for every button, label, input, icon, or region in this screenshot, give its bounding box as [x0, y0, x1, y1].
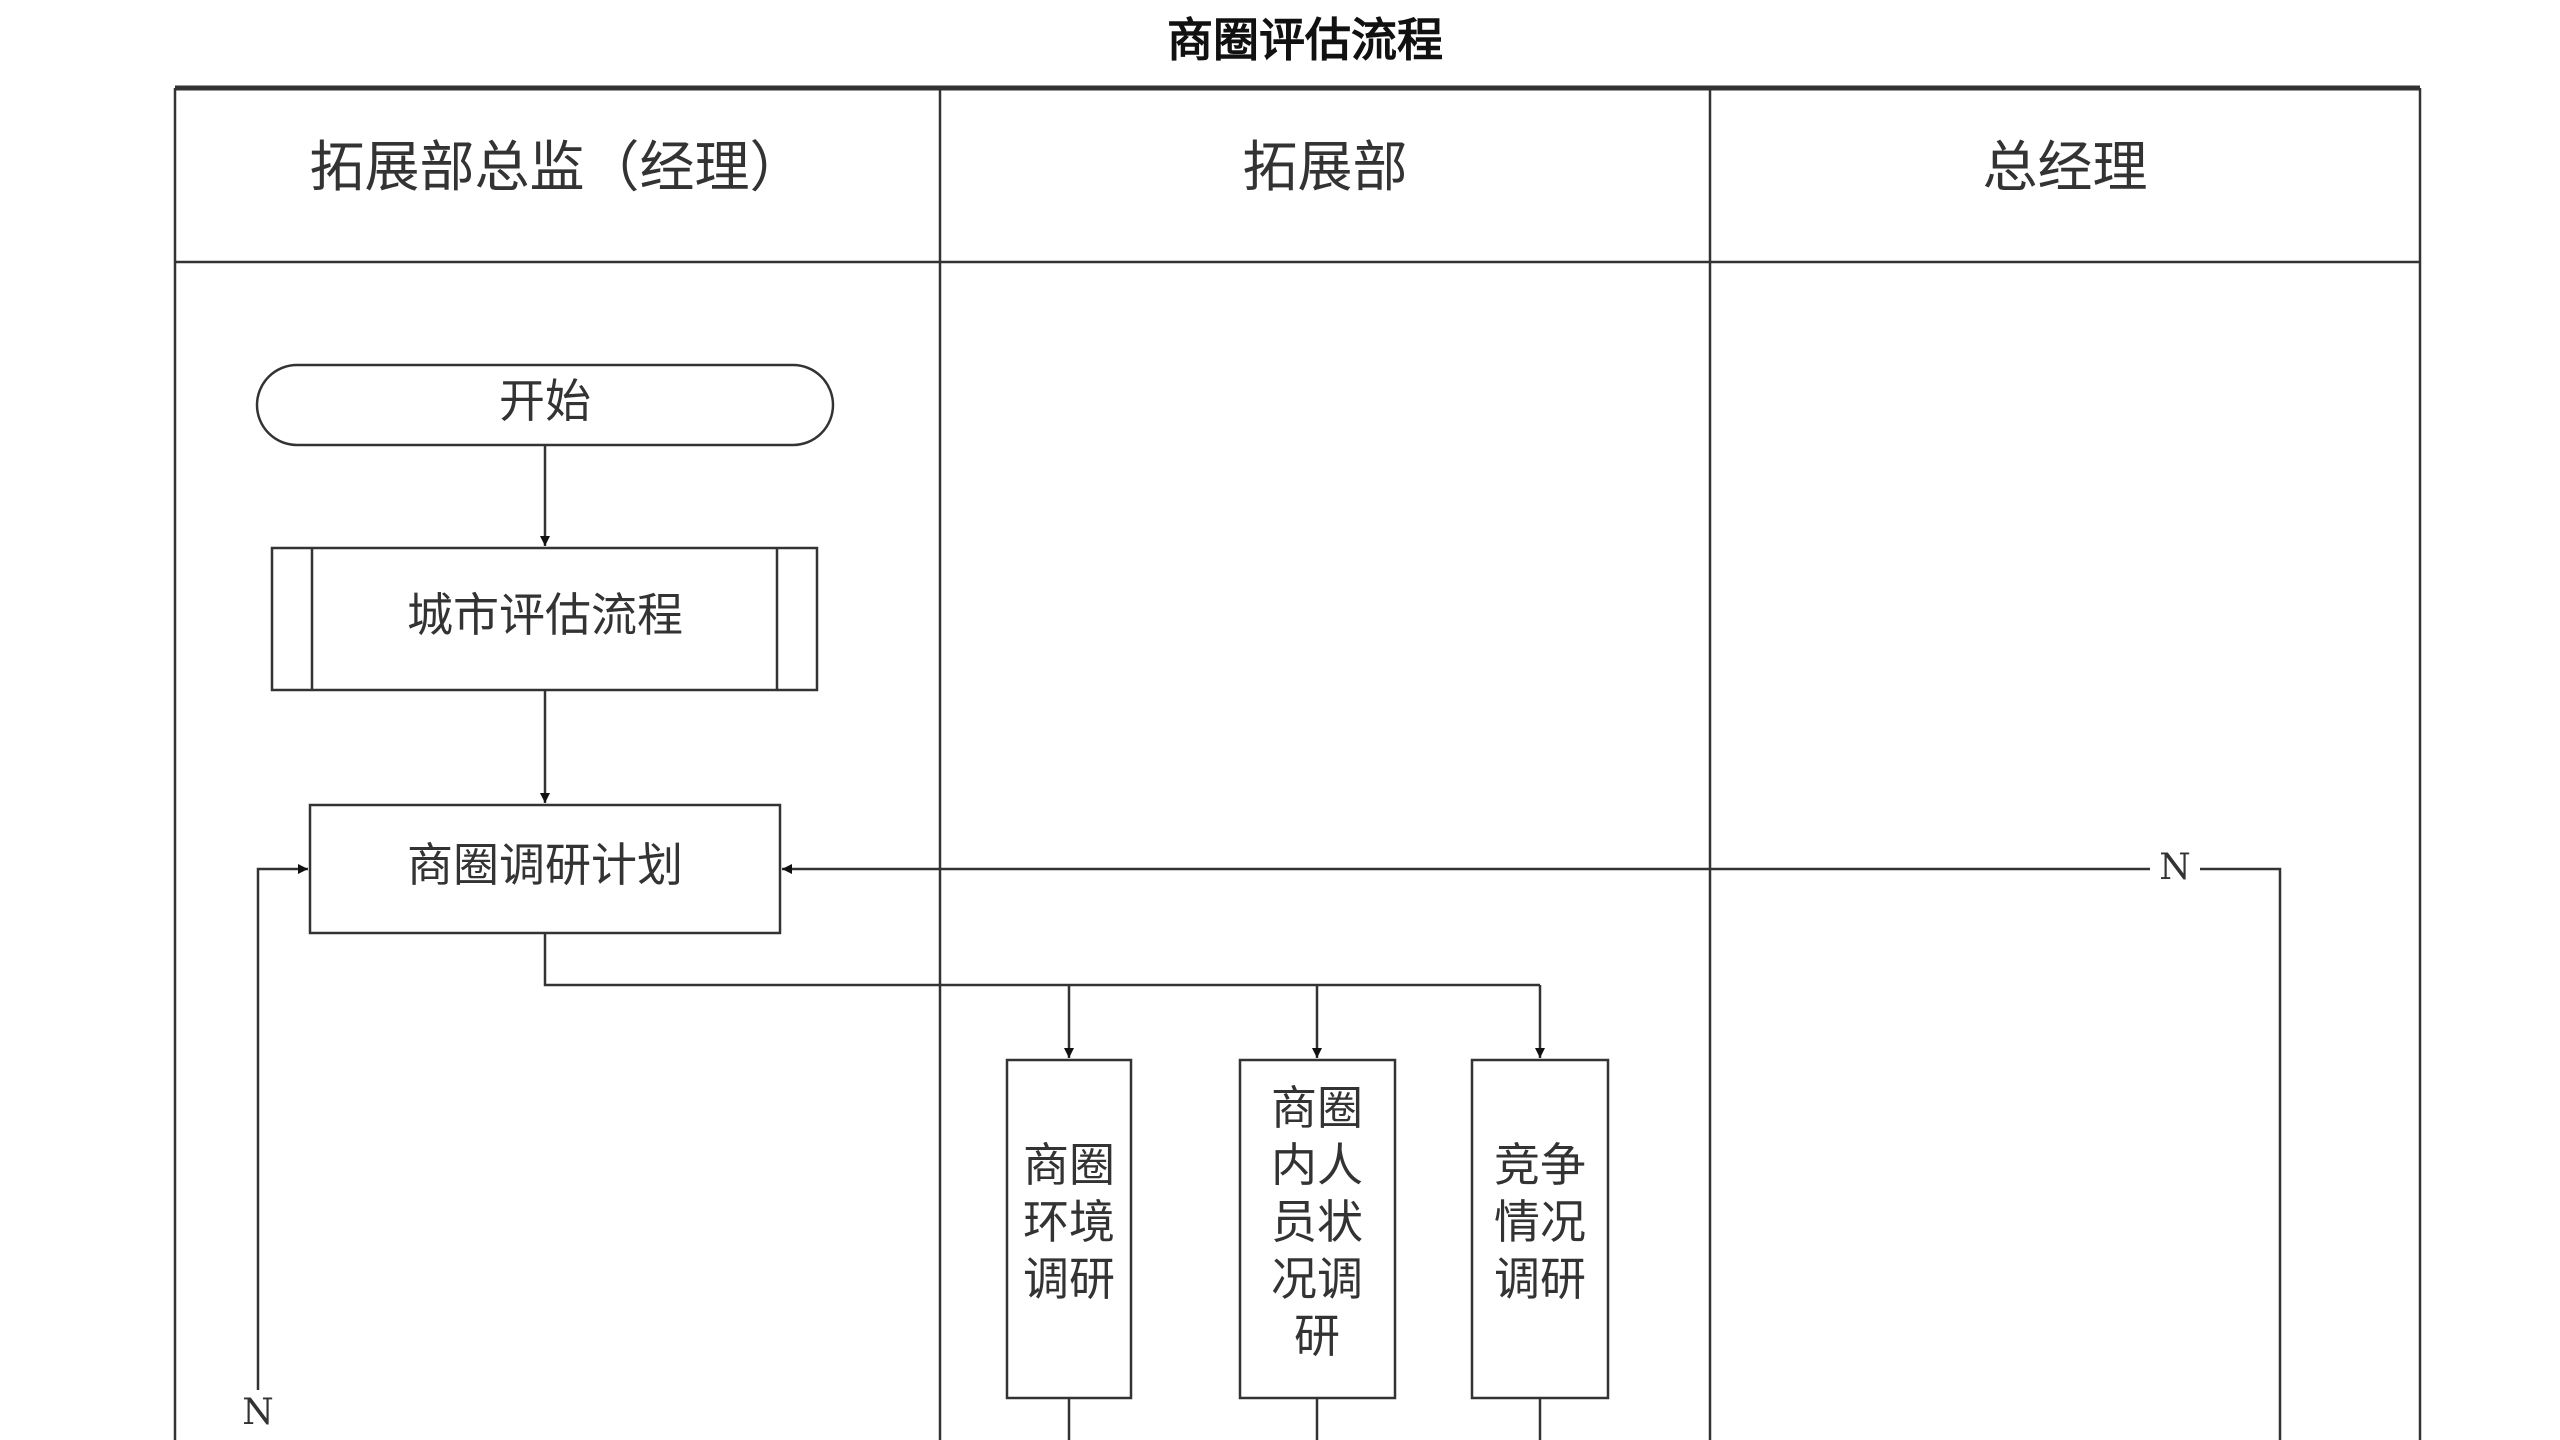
node-city-evaluation: 城市评估流程: [270, 546, 819, 692]
lane-label-expansion: 拓展部: [1242, 135, 1407, 199]
lane-label-gm: 总经理: [1982, 135, 2147, 199]
edge-label-reject-right: N: [2159, 847, 2191, 888]
node-competition-research-line-1: 竞争: [1494, 1138, 1586, 1192]
connector-plan-to-research: [543, 933, 1545, 1058]
node-city-evaluation-label: 城市评估流程: [407, 588, 683, 642]
lane-header-gm: 总经理: [1982, 135, 2147, 199]
connector-gm-reject-loop: [782, 864, 2282, 1440]
node-competition-research-line-3: 调研: [1494, 1252, 1586, 1306]
swimlane-frame: [173, 85, 2422, 1440]
node-personnel-research: 商圈 内人 员状 况调 研: [1238, 1058, 1397, 1400]
node-competition-research: 竞争 情况 调研: [1470, 1058, 1610, 1400]
lane-label-director: 拓展部总监（经理）: [309, 135, 804, 199]
node-environment-research: 商圈 环境 调研: [1005, 1058, 1133, 1400]
lane-header-director: 拓展部总监（经理）: [309, 135, 804, 199]
node-personnel-research-line-1: 商圈: [1271, 1081, 1363, 1135]
node-research-plan-label: 商圈调研计划: [407, 838, 683, 892]
node-competition-research-line-2: 情况: [1494, 1195, 1586, 1249]
page-title: 商圈评估流程: [1167, 13, 1443, 67]
node-personnel-research-line-5: 研: [1294, 1309, 1340, 1363]
node-personnel-research-line-2: 内人: [1271, 1138, 1363, 1192]
node-environment-research-line-3: 调研: [1023, 1252, 1115, 1306]
node-research-plan: 商圈调研计划: [308, 803, 782, 935]
connector-research-down: [1067, 1398, 1542, 1440]
node-start-label: 开始: [499, 374, 591, 428]
node-start: 开始: [255, 363, 835, 447]
lane-header-expansion: 拓展部: [1242, 135, 1407, 199]
node-personnel-research-line-4: 况调: [1271, 1252, 1363, 1306]
node-environment-research-line-1: 商圈: [1023, 1138, 1115, 1192]
edge-label-reject-left: N: [242, 1392, 274, 1433]
connector-left-reject-loop: [256, 864, 308, 1390]
node-environment-research-line-2: 环境: [1023, 1195, 1115, 1249]
node-personnel-research-line-3: 员状: [1271, 1195, 1363, 1249]
